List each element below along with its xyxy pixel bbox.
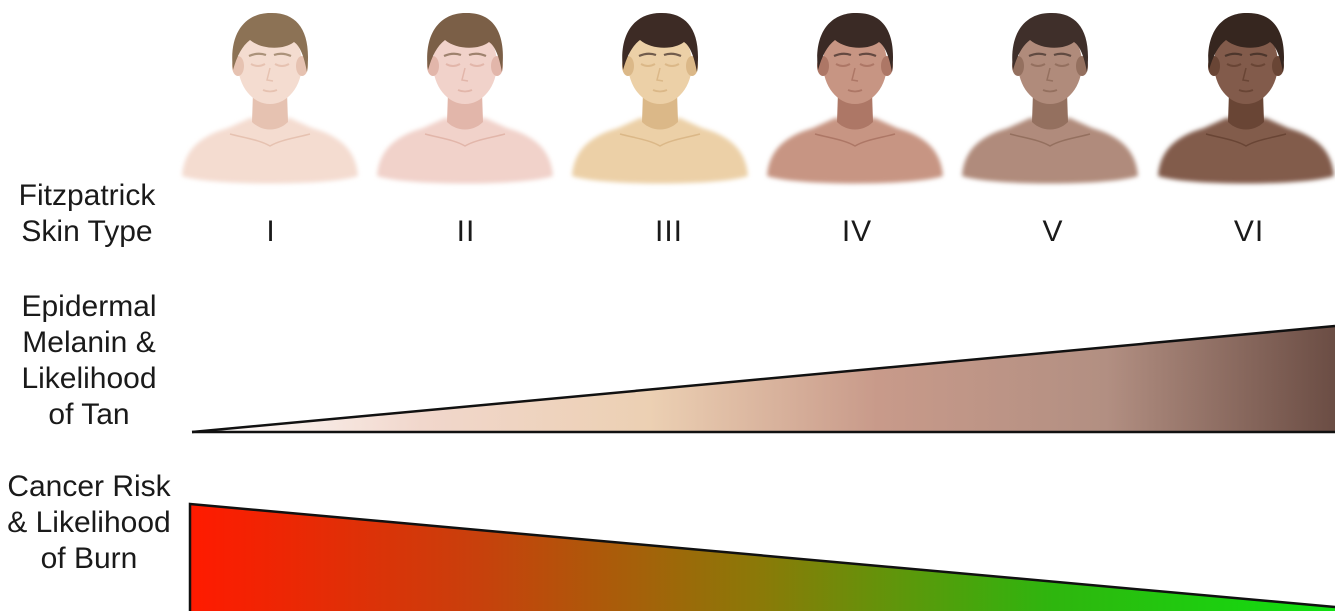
skin-type-numeral-3: III — [609, 212, 729, 252]
skin-type-numeral-2: II — [406, 212, 526, 252]
skin-type-figure-5 — [962, 13, 1138, 184]
skin-type-figures — [182, 13, 1334, 184]
skin-type-numeral-1: I — [211, 212, 331, 252]
skin-type-figure-2 — [377, 13, 553, 184]
skin-type-figure-1 — [182, 13, 358, 184]
skin-type-numeral-4: IV — [797, 212, 917, 252]
skin-type-figure-6 — [1158, 13, 1334, 184]
cancer-risk-label: Cancer Risk & Likelihood of Burn — [6, 469, 172, 577]
skin-type-numeral-5: V — [993, 212, 1113, 252]
fitzpatrick-skin-type-label: Fitzpatrick Skin Type — [2, 178, 172, 250]
skin-type-numeral-6: VI — [1189, 212, 1309, 252]
skin-type-figure-3 — [572, 13, 748, 184]
epidermal-melanin-label: Epidermal Melanin & Likelihood of Tan — [6, 289, 172, 433]
skin-type-figure-4 — [767, 13, 943, 184]
